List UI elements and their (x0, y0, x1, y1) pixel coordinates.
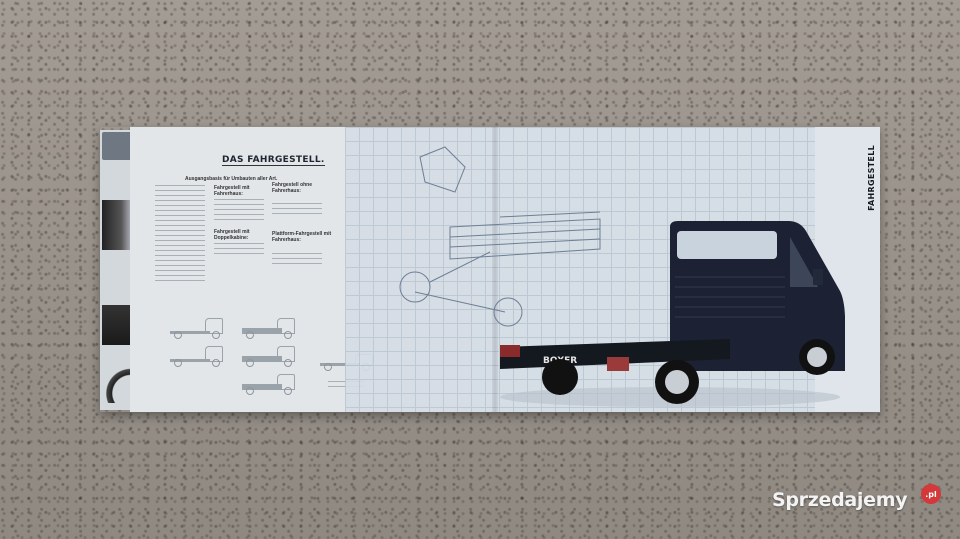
chassis-sketch-illustration (399, 146, 601, 327)
emblem-thumbnail (102, 132, 134, 160)
mirror-thumbnail (102, 200, 134, 250)
brochure-spread: DAS FAHRGESTELL. Ausgangsbasis für Umbau… (100, 127, 880, 412)
sprzedajemy-watermark: Sprzedajemy (772, 489, 908, 511)
intro-body-text (155, 185, 205, 285)
column-heading: Plattform-Fahrgestell mit Fahrerhaus: (272, 231, 332, 243)
watermark-pl-badge: .pl (921, 484, 941, 504)
chassis-cab-truck-photo: BOXER (500, 221, 845, 407)
long-chassis-icon (170, 346, 225, 367)
column-heading: Fahrgestell ohne Fahrerhaus: (272, 182, 313, 194)
section-label: FAHRGESTELL (867, 145, 876, 211)
page-subheading: Ausgangsbasis für Umbauten aller Art. (185, 176, 278, 182)
column-heading: Fahrgestell mit Doppelkabine: (214, 229, 250, 241)
column-body-text (214, 199, 264, 221)
column-body-text (272, 253, 322, 267)
double-cab-icon (242, 374, 297, 395)
steering-wheel-thumbnail (102, 355, 134, 403)
dropside-truck-icon (242, 318, 297, 339)
long-dropside-icon (242, 346, 297, 367)
column-body-text (272, 203, 322, 217)
page-gutter (492, 127, 498, 412)
interior-thumbnail (102, 305, 134, 345)
column-heading: Fahrgestell mit Fahrerhaus: (214, 185, 250, 197)
page-title: DAS FAHRGESTELL. (222, 155, 325, 166)
chassis-cab-icon (170, 318, 225, 339)
column-body-text (214, 243, 264, 257)
